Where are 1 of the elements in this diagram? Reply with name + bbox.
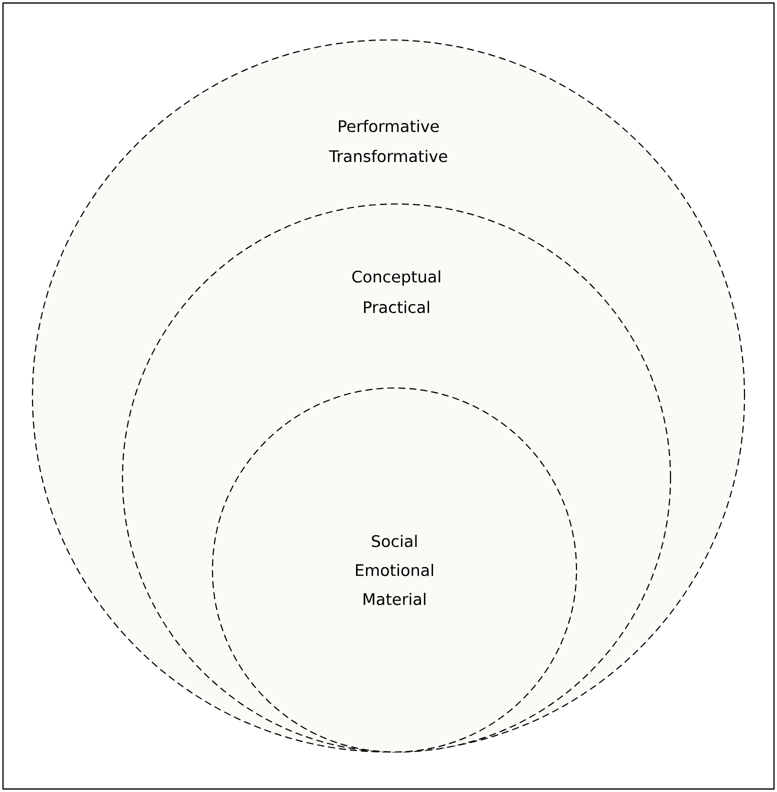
circle-region: Social Emotional Material: [212, 387, 578, 753]
